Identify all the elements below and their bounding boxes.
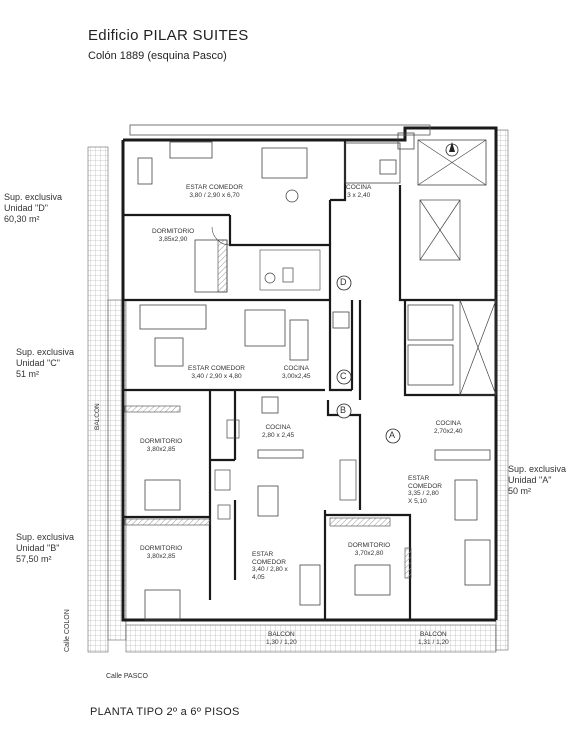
page-title: Edificio PILAR SUITES <box>88 27 249 44</box>
left-balcony-grid <box>87 146 109 653</box>
unit-d-summary: Sup. exclusiva Unidad "D" 60,30 m² <box>4 192 63 224</box>
marker-d-circle <box>336 275 352 291</box>
bottom-balcony-grid <box>125 624 497 653</box>
balcony-left: BALCON <box>94 403 101 430</box>
marker-c: C <box>340 371 347 381</box>
unit-a-summary: Sup. exclusiva Unidad "A" 50 m² <box>508 464 567 496</box>
plan-label: PLANTA TIPO 2º a 6º PISOS <box>90 706 240 718</box>
right-edge-grid <box>495 129 509 651</box>
unit-c-summary: Sup. exclusiva Unidad "C" 51 m² <box>16 347 75 379</box>
street-south-label: Calle PASCO <box>106 673 148 680</box>
marker-d: D <box>340 277 347 287</box>
marker-b-circle <box>336 403 352 419</box>
building-address: Colón 1889 (esquina Pasco) <box>88 50 227 62</box>
unit-b-summary: Sup. exclusiva Unidad "B" 57,50 m² <box>16 532 75 564</box>
marker-a: A <box>389 430 396 440</box>
outer-wall-north-east <box>123 126 498 620</box>
street-west-label: Calle COLON <box>64 609 71 652</box>
marker-c-circle <box>336 369 352 385</box>
marker-b: B <box>340 405 347 415</box>
marker-a-circle <box>385 428 401 444</box>
